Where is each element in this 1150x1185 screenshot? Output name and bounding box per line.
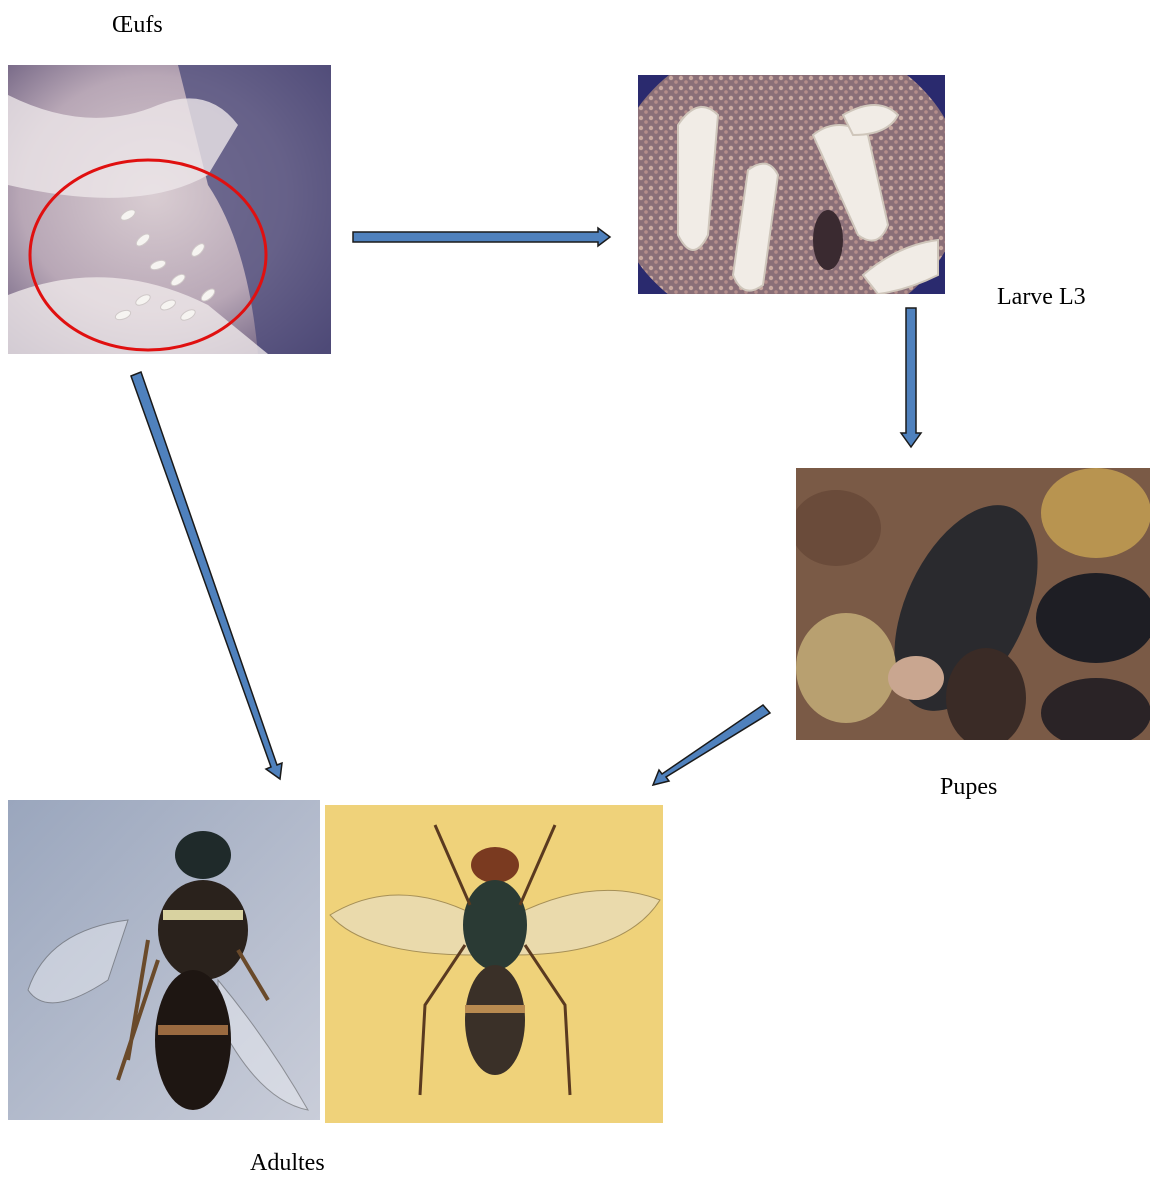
arrow-eggs-to-larva	[353, 228, 610, 246]
arrow-larva-to-pupae	[901, 308, 921, 447]
arrow-eggs-to-adults	[131, 372, 282, 779]
arrow-pupae-to-adults	[653, 705, 770, 785]
